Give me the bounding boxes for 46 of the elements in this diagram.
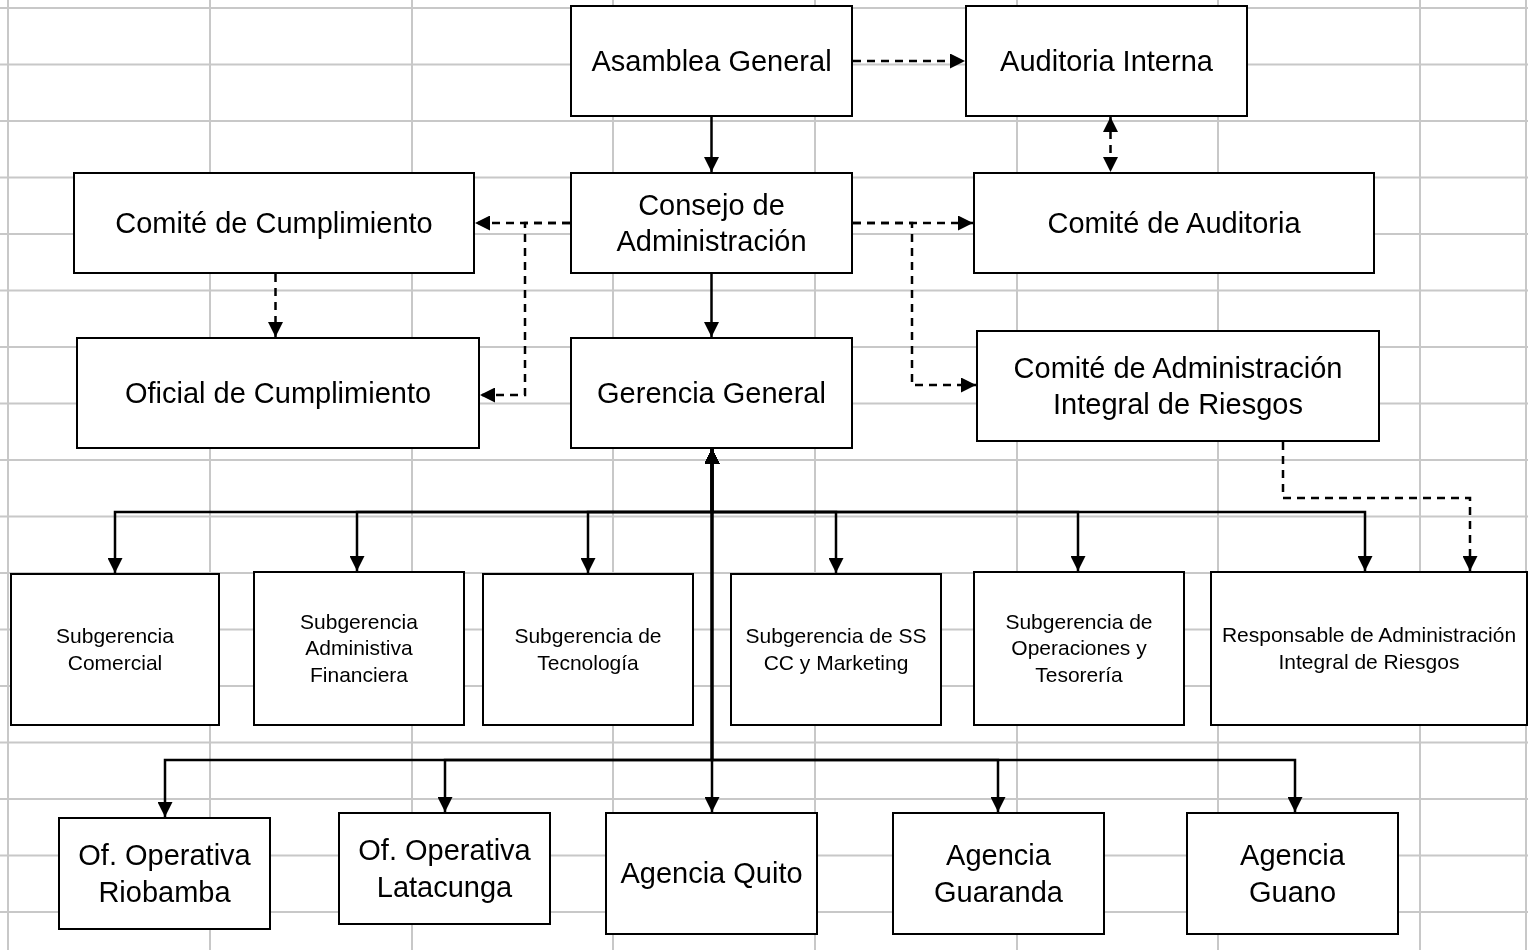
- org-box: [570, 172, 853, 274]
- org-box: [10, 573, 220, 726]
- box-title: Gerencia General: [597, 375, 826, 411]
- connector-arrow: [1281, 442, 1478, 571]
- box-title: Oficial de Cumplimiento: [124, 375, 432, 411]
- box-title: Of. Operativa Riobamba: [77, 838, 252, 910]
- connector-arrow: [1103, 117, 1118, 172]
- box-title: Comité de Auditoria: [1047, 205, 1301, 241]
- org-box: [76, 337, 480, 449]
- box-title: Agencia Guaranda: [933, 838, 1064, 910]
- org-box: [482, 573, 694, 726]
- box-title: Responsable de Administración Integral de Riesgos: [1220, 622, 1518, 675]
- org-box: [605, 812, 818, 935]
- box-title: Auditoria Interna: [1000, 43, 1213, 79]
- org-box: [1186, 812, 1399, 935]
- org-box: [73, 172, 475, 274]
- org-box: [892, 812, 1105, 935]
- box-title: Subgerencia de SS CC y Marketing: [744, 623, 928, 676]
- connector-arrow: [268, 274, 283, 337]
- org-box: [730, 573, 942, 726]
- org-box: [570, 5, 853, 117]
- org-box: [58, 817, 271, 930]
- box-title: Subgerencia de Tecnología: [513, 623, 663, 676]
- box-title: Agencia Quito: [620, 856, 803, 892]
- box-title: Comité de Administración Integral de Riesgos: [1012, 350, 1344, 422]
- box-title: Consejo de Administración: [615, 187, 808, 259]
- connector-arrow: [853, 221, 976, 393]
- box-title: Subgerencia Administiva Financiera: [299, 609, 419, 688]
- connector-arrow: [704, 274, 719, 337]
- connector-arrow: [853, 53, 965, 69]
- org-box: [1210, 571, 1528, 726]
- box-title: Subgerencia de Operaciones y Tesorería: [1004, 609, 1154, 688]
- box-title: Asamblea General: [591, 43, 832, 79]
- box-title: Comité de Cumplimiento: [115, 205, 433, 241]
- org-box: [338, 812, 551, 925]
- connector-arrow: [704, 117, 719, 172]
- box-title: Agencia Guano: [1239, 838, 1346, 910]
- org-box: [570, 337, 853, 449]
- org-box: [976, 330, 1380, 442]
- org-box: [973, 172, 1375, 274]
- org-box: [965, 5, 1248, 117]
- connector-arrow: [480, 221, 570, 403]
- org-box: [253, 571, 465, 726]
- box-title: Of. Operativa Latacunga: [357, 833, 532, 905]
- org-box: [973, 571, 1185, 726]
- box-title: Subgerencia Comercial: [55, 623, 175, 676]
